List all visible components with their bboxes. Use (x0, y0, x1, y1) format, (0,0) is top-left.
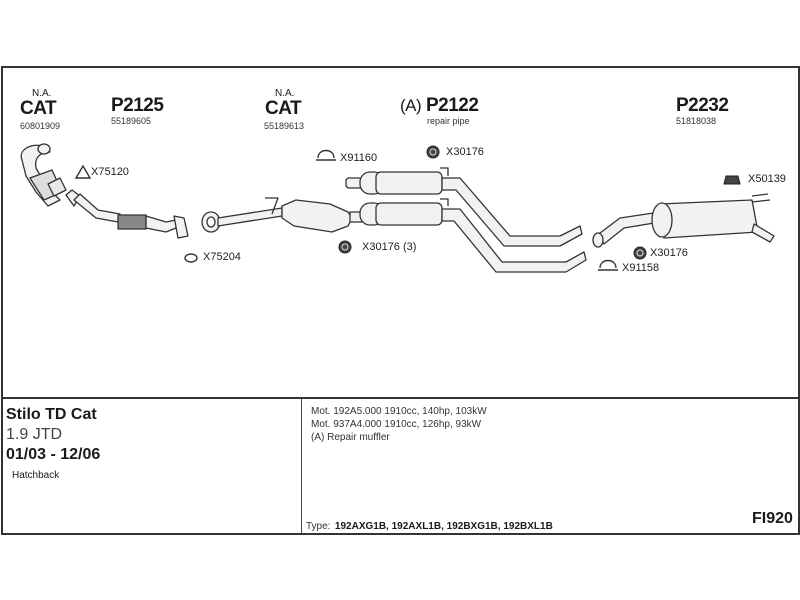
diagram-code: FI920 (752, 510, 793, 527)
part-rear-p2232[interactable] (592, 193, 775, 248)
cat2-number: 55189613 (264, 121, 305, 131)
p2232-number: 51818038 (676, 116, 717, 126)
spec-line-2: Mot. 937A4.000 1910cc, 126hp, 93kW (311, 419, 482, 430)
gasket-triangle-icon (74, 164, 92, 179)
model-name: Stilo TD Cat (6, 406, 97, 423)
p2125-label[interactable]: P2125 (111, 95, 164, 116)
cat1-note: N.A. (32, 88, 52, 99)
fitting-x75120[interactable]: X75120 (91, 166, 129, 178)
part-pipe-p2125[interactable] (65, 189, 189, 239)
p2232-label[interactable]: P2232 (676, 95, 729, 116)
type-values: 192AXG1B, 192AXL1B, 192BXG1B, 192BXL1B (334, 521, 553, 532)
fitting-x75204[interactable]: X75204 (203, 251, 241, 263)
p2122-subtitle: repair pipe (427, 116, 470, 126)
clamp-icon (316, 149, 336, 161)
type-label: Type: (306, 521, 331, 532)
diagram-frame (1, 66, 800, 535)
fitting-x50139[interactable]: X50139 (748, 173, 786, 185)
cat1-label[interactable]: CAT (20, 98, 57, 119)
fitting-x91160[interactable]: X91160 (340, 152, 378, 164)
spec-line-3: (A) Repair muffler (311, 432, 390, 443)
part-middle-p2122[interactable] (345, 167, 587, 273)
engine-name: 1.9 JTD (6, 426, 63, 443)
p2122-prefix: (A) (400, 96, 422, 115)
part-cat-55189613[interactable] (201, 197, 371, 233)
rubber-mount-icon (426, 145, 440, 159)
p2122-label: P2122 (425, 95, 479, 116)
spec-line-1: Mot. 192A5.000 1910cc, 140hp, 103kW (311, 406, 487, 417)
cat2-note: N.A. (275, 88, 295, 99)
fitting-x30176-c[interactable]: X30176 (650, 247, 688, 259)
rubber-mount-icon (338, 240, 352, 254)
cat1-number: 60801909 (20, 121, 61, 131)
body-type: Hatchback (12, 470, 60, 481)
rubber-hanger-icon (723, 175, 741, 185)
fitting-x30176-b[interactable]: X30176 (3) (362, 241, 417, 253)
rubber-mount-icon (633, 246, 647, 260)
production-dates: 01/03 - 12/06 (6, 446, 101, 463)
gasket-ring-icon (184, 253, 198, 263)
cat2-label[interactable]: CAT (265, 98, 302, 119)
p2122-heading[interactable]: (A) P2122 (400, 95, 479, 116)
part-cat-60801909[interactable] (20, 143, 67, 207)
type-row: Type: 192AXG1B, 192AXL1B, 192BXG1B, 192B… (306, 516, 553, 534)
fitting-x91158[interactable]: X91158 (622, 262, 660, 274)
p2125-number: 55189605 (111, 116, 152, 126)
clamp-icon (598, 259, 618, 271)
info-divider (301, 399, 302, 533)
section-divider (3, 397, 798, 399)
fitting-x30176-a[interactable]: X30176 (446, 146, 484, 158)
